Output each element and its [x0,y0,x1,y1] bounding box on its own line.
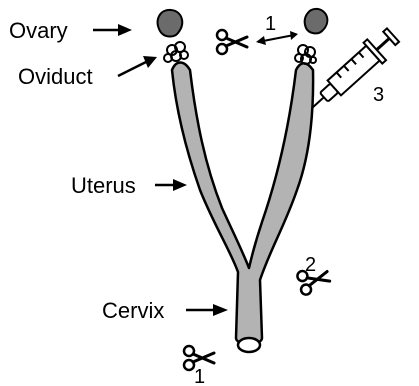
step-2-label: 2 [305,254,316,276]
oviduct-left-coil [164,42,188,62]
step-1-bottom-label: 1 [194,366,205,386]
uterus-body [172,63,313,345]
step-1-top-label: 1 [265,13,276,35]
ovary-left [158,10,183,37]
double-arrow [256,31,298,45]
cervix-opening [238,338,260,352]
scissors-icon [217,30,247,54]
label-ovary: Ovary [9,18,68,43]
ovary-right [305,9,328,33]
oviduct-right-coil [295,45,316,64]
label-oviduct: Oviduct [18,64,93,89]
step-3-label: 3 [373,84,384,106]
syringe-icon [303,25,403,119]
label-uterus: Uterus [71,173,136,198]
label-cervix: Cervix [102,298,164,323]
